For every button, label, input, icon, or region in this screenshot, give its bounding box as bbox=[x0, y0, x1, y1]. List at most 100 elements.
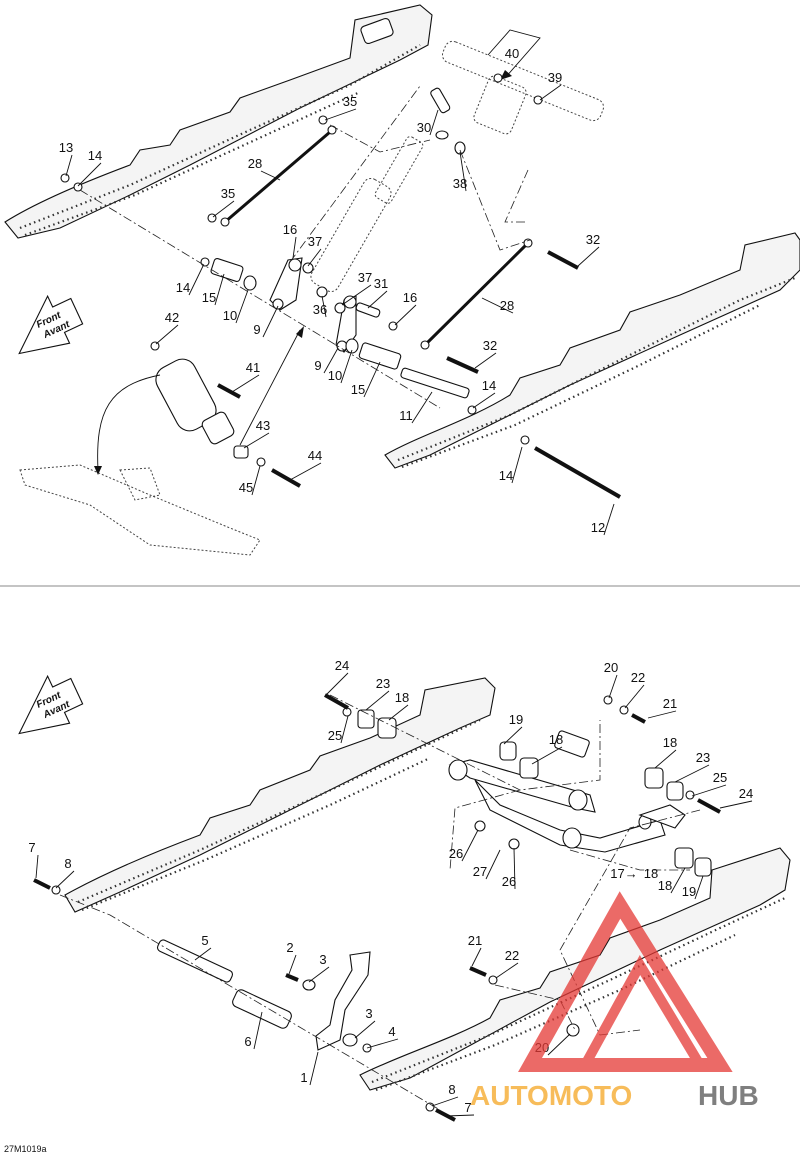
bottom-leader-11 bbox=[691, 784, 727, 797]
bottom-callout-0: 24 bbox=[335, 658, 349, 673]
rocker-arm-left bbox=[269, 257, 303, 311]
bottom-leader-22 bbox=[194, 947, 212, 961]
bottom-leader-6 bbox=[608, 674, 618, 699]
bottom-leader-27 bbox=[366, 1038, 399, 1049]
top-leader-11 bbox=[321, 295, 327, 318]
top-leader-15 bbox=[577, 246, 600, 267]
top-callout-7: 13 bbox=[59, 140, 73, 155]
bottom-callout-6: 20 bbox=[604, 660, 618, 675]
top-leader-16 bbox=[481, 297, 514, 314]
right-rail-bottom bbox=[359, 847, 791, 1092]
top-leader-17 bbox=[474, 352, 497, 369]
bottom-leader-5 bbox=[531, 746, 563, 765]
top-callout-13: 31 bbox=[374, 276, 388, 291]
bottom-callout-19: 18 bbox=[644, 866, 658, 881]
watermark-text-automoto: AUTOMOTO bbox=[470, 1080, 632, 1111]
top-leader-8 bbox=[77, 162, 102, 187]
top-callout-32: 45 bbox=[239, 480, 253, 495]
bottom-callout-11: 25 bbox=[713, 770, 727, 785]
bottom-leader-20 bbox=[670, 867, 686, 894]
top-callout-27: 14 bbox=[499, 468, 513, 483]
top-leader-27 bbox=[511, 446, 523, 484]
bottom-callout-12: 24 bbox=[739, 786, 753, 801]
top-leader-29 bbox=[155, 324, 179, 345]
left-rail-bottom bbox=[64, 677, 496, 913]
bottom-callout-29: 21 bbox=[468, 933, 482, 948]
bottom-leader-14 bbox=[55, 870, 75, 889]
top-callout-28: 12 bbox=[591, 520, 605, 535]
top-leader-10 bbox=[307, 248, 322, 267]
top-callout-2: 30 bbox=[417, 120, 431, 135]
bottom-leader-28 bbox=[309, 1051, 319, 1086]
top-leader-30 bbox=[231, 374, 260, 393]
top-callout-9: 16 bbox=[283, 222, 297, 237]
bottom-leader-16 bbox=[485, 849, 501, 880]
top-callout-1: 39 bbox=[548, 70, 562, 85]
top-leader-12 bbox=[341, 284, 372, 306]
bottom-callout-16: 27 bbox=[473, 864, 487, 879]
bottom-callout-15: 26 bbox=[449, 846, 463, 861]
bottom-leader-30 bbox=[495, 962, 519, 979]
top-leader-6 bbox=[212, 200, 235, 218]
front-direction-arrow-bottom: Front Avant bbox=[18, 674, 84, 735]
bottom-assembly: Front Avant bbox=[18, 674, 791, 1122]
top-leader-1 bbox=[539, 84, 562, 101]
bottom-callout-20: 18 bbox=[658, 878, 672, 893]
upper-arm-assembly bbox=[448, 730, 686, 853]
bottom-leader-31 bbox=[547, 1033, 571, 1056]
top-leader-28 bbox=[603, 503, 615, 536]
top-callout-23: 10 bbox=[328, 368, 342, 383]
shock-absorber bbox=[310, 130, 449, 293]
bottom-leader-9 bbox=[654, 749, 677, 769]
bottom-callout-9: 18 bbox=[663, 735, 677, 750]
top-leader-32 bbox=[251, 465, 261, 496]
link-rod-28-right bbox=[420, 238, 533, 350]
top-callout-6: 35 bbox=[221, 186, 235, 201]
bottom-leader-23 bbox=[288, 954, 297, 975]
top-leader-5 bbox=[260, 170, 281, 181]
top-callout-3: 38 bbox=[453, 176, 467, 191]
top-callout-17: 32 bbox=[483, 338, 497, 353]
bottom-leader-21 bbox=[694, 875, 704, 900]
top-callout-11: 36 bbox=[313, 302, 327, 317]
bottom-callout-5: 18 bbox=[549, 732, 563, 747]
watermark-text-hub: HUB bbox=[698, 1080, 759, 1111]
top-callout-0: 40 bbox=[505, 46, 519, 61]
front-arm-ghost bbox=[19, 326, 304, 556]
top-leader-14 bbox=[394, 304, 417, 326]
watermark-logo: AUTOMOTO HUB bbox=[470, 891, 759, 1111]
top-callout-4: 35 bbox=[343, 94, 357, 109]
bottom-leader-0 bbox=[326, 672, 349, 695]
bottom-callout-17: 26 bbox=[502, 874, 516, 889]
bottom-leader-12 bbox=[719, 800, 753, 809]
top-leader-31 bbox=[243, 432, 270, 449]
bottom-callout-27: 4 bbox=[388, 1024, 395, 1039]
top-callout-15: 32 bbox=[586, 232, 600, 247]
right-rail-top bbox=[384, 232, 800, 469]
bottom-callout-4: 19 bbox=[509, 712, 523, 727]
bottom-leader-7 bbox=[624, 684, 645, 709]
diagram-code: 27M1019a bbox=[4, 1144, 47, 1154]
top-callout-12: 37 bbox=[358, 270, 372, 285]
bottom-callout-21: 19 bbox=[682, 884, 696, 899]
top-callout-19: 15 bbox=[202, 290, 216, 305]
top-callout-10: 37 bbox=[308, 234, 322, 249]
bottom-leader-15 bbox=[461, 829, 479, 862]
top-leader-33 bbox=[289, 462, 322, 481]
top-leader-24 bbox=[363, 361, 381, 398]
top-callout-31: 43 bbox=[256, 418, 270, 433]
bottom-callout-24: 3 bbox=[319, 952, 326, 967]
bottom-leader-24 bbox=[308, 966, 330, 983]
bottom-leader-32 bbox=[431, 1096, 459, 1107]
top-callout-18: 14 bbox=[176, 280, 190, 295]
bottom-leader-25 bbox=[253, 1011, 263, 1050]
bottom-leader-17 bbox=[513, 847, 516, 890]
bottom-callout-1: 23 bbox=[376, 676, 390, 691]
bottom-callout-2: 18 bbox=[395, 690, 409, 705]
top-leader-4 bbox=[324, 108, 357, 121]
top-leader-22 bbox=[323, 347, 339, 374]
top-callout-26: 14 bbox=[482, 378, 496, 393]
upper-cross-shaft bbox=[441, 29, 605, 135]
